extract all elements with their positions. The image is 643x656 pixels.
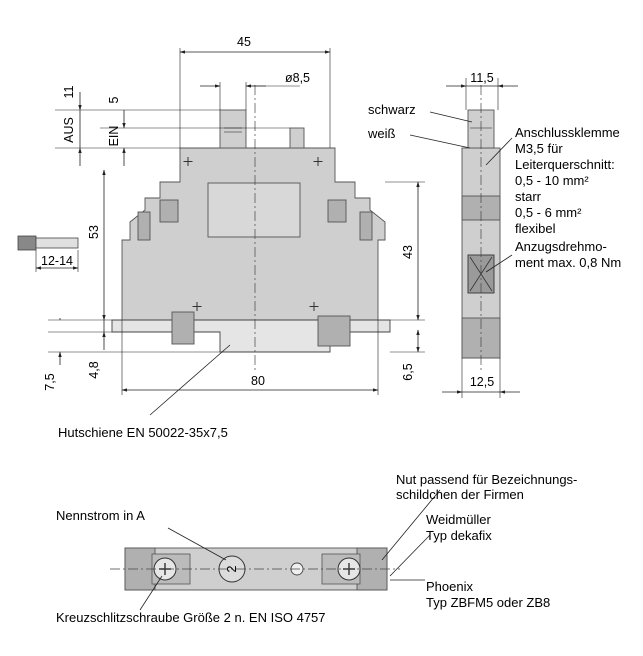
terminal-line-1: Anschlussklemme — [515, 125, 620, 140]
right-clip — [327, 199, 347, 223]
plus-marks — [183, 157, 323, 311]
dim-11: 11 — [62, 85, 76, 98]
phoenix-line-1: Phoenix — [426, 579, 473, 594]
top-view — [110, 489, 441, 611]
terminal-line-3: Leiterquerschnitt: — [515, 157, 615, 172]
toggle-aus — [219, 109, 247, 149]
nennstrom-value: 2 — [225, 565, 239, 572]
rail-label: Hutschiene EN 50022-35x7,5 — [58, 425, 228, 440]
dim-43: 43 — [401, 245, 415, 259]
right-terminal-notch — [359, 211, 373, 241]
weidmueller-line-1: Weidmüller — [426, 512, 491, 527]
nennstrom-label: Nennstrom in A — [56, 508, 145, 523]
left-terminal-notch — [137, 211, 151, 241]
side-view — [409, 78, 520, 398]
label-window — [207, 182, 301, 238]
side-dim-11-5: 11,5 — [470, 71, 493, 85]
dim-aus: AUS — [62, 117, 76, 143]
dim-ein: EIN — [107, 126, 121, 147]
terminal-line-2: M3,5 für — [515, 141, 563, 156]
terminal-line-6: 0,5 - 6 mm² — [515, 205, 582, 220]
dim-4-8: 4,8 — [87, 361, 101, 378]
nut-line-1: Nut passend für Bezeichnungs- — [396, 472, 577, 487]
left-clip — [159, 199, 179, 223]
terminal-line-5: starr — [515, 189, 542, 204]
toggle-ein — [289, 127, 305, 149]
label-schwarz: schwarz — [368, 102, 416, 117]
stripped-wire — [17, 235, 79, 251]
dim-diameter: ø8,5 — [285, 71, 310, 85]
terminal-line-9: ment max. 0,8 Nm — [515, 255, 621, 270]
front-view — [17, 48, 425, 416]
dim-45: 45 — [237, 35, 251, 49]
terminal-line-4: 0,5 - 10 mm² — [515, 173, 589, 188]
dim-12-14: 12-14 — [41, 254, 73, 268]
rail-clip-right — [317, 315, 351, 347]
terminal-line-8: Anzugsdrehmo- — [515, 239, 607, 254]
text-labels: 45 ø8,5 11 AUS 5 EIN 53 43 12-14 4,8 7,5… — [41, 35, 621, 625]
dim-5: 5 — [107, 96, 121, 103]
label-weiss: weiß — [367, 126, 396, 141]
dim-7-5: 7,5 — [43, 373, 57, 390]
terminal-line-7: flexibel — [515, 221, 556, 236]
nut-line-2: schildchen der Firmen — [396, 487, 524, 502]
weidmueller-line-2: Typ dekafix — [426, 528, 492, 543]
dim-80: 80 — [251, 374, 265, 388]
phoenix-line-2: Typ ZBFM5 oder ZB8 — [426, 595, 550, 610]
side-dim-12-5: 12,5 — [470, 375, 494, 389]
dim-53: 53 — [87, 225, 101, 239]
dim-6-5: 6,5 — [401, 363, 415, 380]
screw-label: Kreuzschlitzschraube Größe 2 n. EN ISO 4… — [56, 610, 326, 625]
rail-clip-left — [171, 311, 195, 345]
